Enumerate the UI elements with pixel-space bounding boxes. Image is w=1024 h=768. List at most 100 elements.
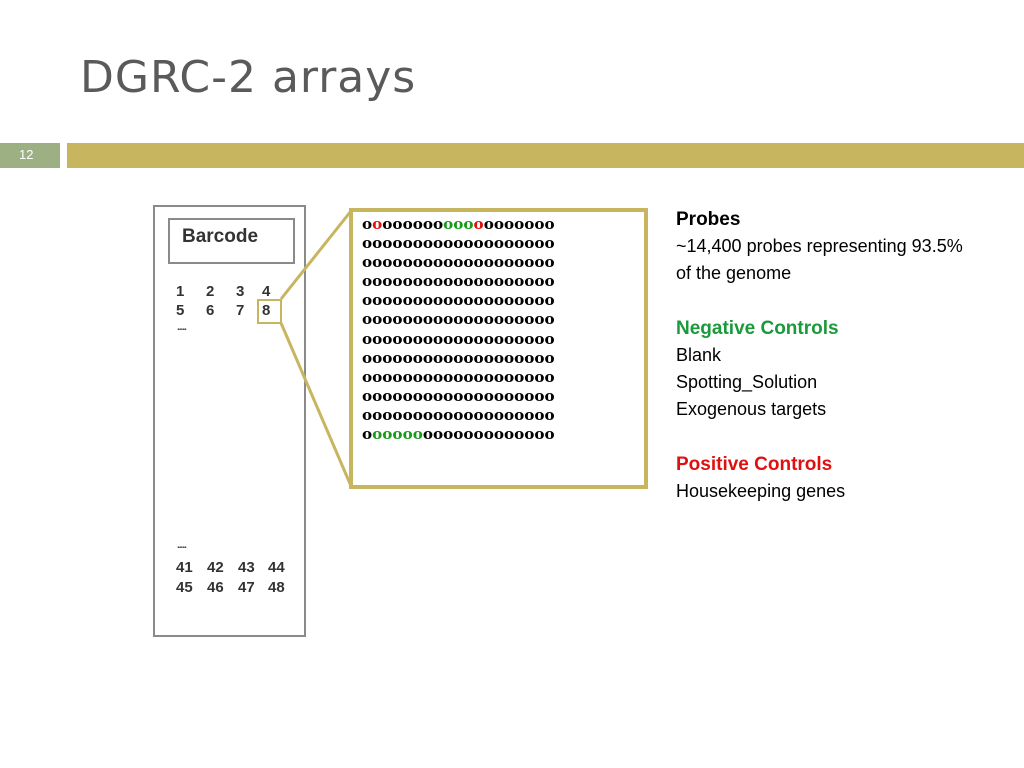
spot: o bbox=[412, 234, 423, 253]
spot-row: ooooooooooooooooooo bbox=[362, 368, 555, 387]
spot: o bbox=[503, 425, 515, 444]
spot: o bbox=[544, 215, 555, 233]
well-number: 43 bbox=[238, 559, 255, 576]
green-spot: o bbox=[463, 215, 474, 233]
spot: o bbox=[422, 234, 433, 253]
spot: o bbox=[443, 367, 454, 386]
spot: o bbox=[514, 291, 525, 310]
spot: o bbox=[463, 310, 474, 329]
spot-row: ooooooooooooooooooo bbox=[362, 406, 555, 425]
spot: o bbox=[432, 234, 444, 253]
green-spot: o bbox=[412, 425, 423, 444]
spot: o bbox=[544, 386, 555, 405]
spot: o bbox=[524, 329, 535, 348]
spot: o bbox=[422, 215, 433, 233]
spot: o bbox=[503, 234, 515, 253]
spot: o bbox=[483, 348, 494, 367]
spot: o bbox=[362, 367, 373, 386]
spot: o bbox=[402, 291, 413, 310]
spot: o bbox=[473, 253, 484, 272]
ellipsis-dots: ..... bbox=[177, 540, 187, 551]
legend: Probes ~14,400 probes representing 93.5%… bbox=[676, 206, 1016, 505]
spot: o bbox=[473, 291, 484, 310]
spot: o bbox=[412, 386, 423, 405]
spot: o bbox=[422, 329, 433, 348]
spot: o bbox=[503, 310, 515, 329]
spot: o bbox=[402, 272, 413, 291]
spot: o bbox=[463, 329, 474, 348]
well-number: 45 bbox=[176, 579, 193, 596]
spot: o bbox=[362, 329, 373, 348]
spot: o bbox=[453, 253, 464, 272]
spot: o bbox=[422, 253, 433, 272]
well-number: 5 bbox=[176, 302, 185, 319]
spot: o bbox=[453, 367, 464, 386]
spot: o bbox=[392, 272, 403, 291]
spot: o bbox=[483, 272, 494, 291]
spot: o bbox=[483, 234, 494, 253]
spot: o bbox=[473, 367, 484, 386]
spot: o bbox=[544, 425, 555, 444]
spot: o bbox=[524, 348, 535, 367]
spot: o bbox=[362, 272, 373, 291]
spot: o bbox=[402, 215, 413, 233]
spot: o bbox=[392, 405, 403, 424]
spot: o bbox=[524, 386, 535, 405]
green-spot: o bbox=[453, 215, 464, 233]
spot: o bbox=[463, 425, 474, 444]
spot: o bbox=[443, 329, 454, 348]
spot-row: ooooooooooooooooooo bbox=[362, 215, 555, 234]
spot: o bbox=[493, 405, 504, 424]
spot: o bbox=[453, 234, 464, 253]
spot: o bbox=[392, 310, 403, 329]
spot: o bbox=[382, 253, 393, 272]
spot: o bbox=[473, 272, 484, 291]
spot: o bbox=[372, 310, 383, 329]
spot: o bbox=[412, 291, 423, 310]
spot: o bbox=[412, 310, 423, 329]
probes-line: ~14,400 probes representing 93.5% bbox=[676, 236, 963, 256]
well-number: 44 bbox=[268, 559, 285, 576]
spot: o bbox=[392, 367, 403, 386]
spot: o bbox=[422, 348, 433, 367]
spot-row: ooooooooooooooooooo bbox=[362, 310, 555, 329]
spot: o bbox=[362, 253, 373, 272]
spot: o bbox=[483, 215, 494, 233]
spot: o bbox=[544, 291, 555, 310]
page-number: 12 bbox=[19, 147, 34, 162]
spot: o bbox=[514, 348, 525, 367]
spot: o bbox=[392, 215, 403, 233]
well-number: 8 bbox=[262, 302, 271, 319]
spot: o bbox=[382, 367, 393, 386]
spot: o bbox=[534, 234, 545, 253]
spot: o bbox=[503, 367, 515, 386]
spot: o bbox=[544, 310, 555, 329]
spot: o bbox=[422, 272, 433, 291]
spot: o bbox=[382, 405, 393, 424]
well-number: 42 bbox=[207, 559, 224, 576]
spot-row: ooooooooooooooooooo bbox=[362, 330, 555, 349]
spot: o bbox=[483, 405, 494, 424]
well-number: 7 bbox=[236, 302, 245, 319]
green-spot: o bbox=[372, 425, 383, 444]
spot: o bbox=[412, 253, 423, 272]
spot: o bbox=[362, 234, 373, 253]
spot: o bbox=[372, 348, 383, 367]
spot: o bbox=[362, 310, 373, 329]
spot: o bbox=[503, 272, 515, 291]
spot: o bbox=[382, 272, 393, 291]
spot: o bbox=[432, 425, 444, 444]
spot: o bbox=[432, 348, 444, 367]
spot: o bbox=[453, 291, 464, 310]
spot: o bbox=[392, 253, 403, 272]
spot: o bbox=[392, 291, 403, 310]
spot: o bbox=[463, 234, 474, 253]
spot: o bbox=[372, 253, 383, 272]
spot: o bbox=[443, 405, 454, 424]
spot: o bbox=[443, 425, 454, 444]
spot: o bbox=[372, 386, 383, 405]
spot: o bbox=[524, 272, 535, 291]
spot-row: ooooooooooooooooooo bbox=[362, 349, 555, 368]
spot: o bbox=[493, 215, 504, 233]
spot: o bbox=[372, 329, 383, 348]
